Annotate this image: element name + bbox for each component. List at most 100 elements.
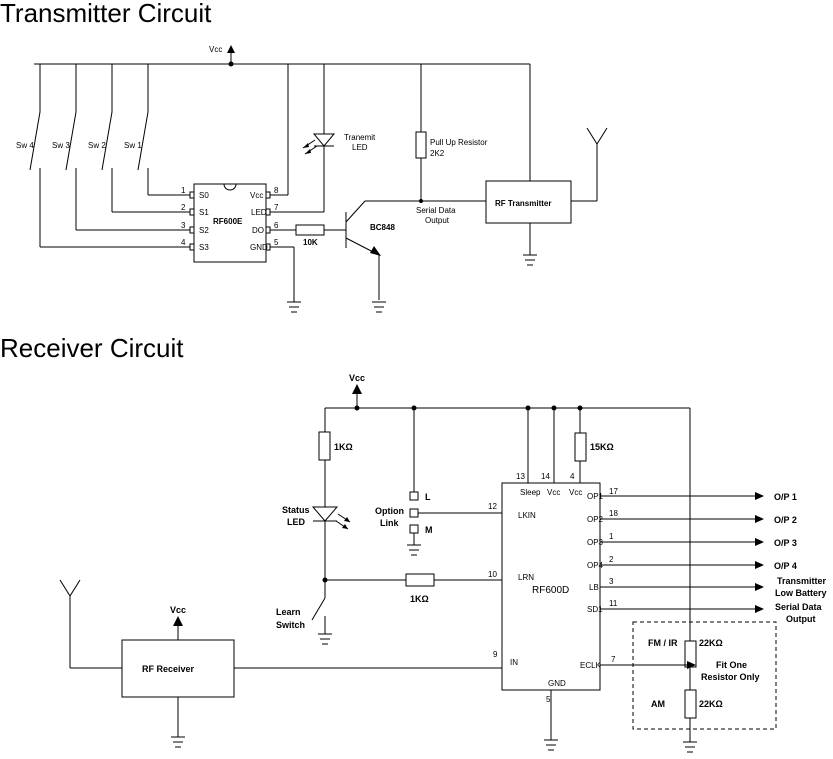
rx-option-m: M — [425, 525, 433, 535]
tx-pin-num-3: 3 — [181, 221, 186, 230]
rx-serial-label-1: Serial Data — [775, 602, 823, 612]
rx-pin-name-lkin: LKIN — [518, 511, 536, 520]
rx-learn-switch — [311, 597, 332, 645]
tx-switch-sw2 — [101, 64, 190, 213]
rx-resistor-am — [684, 689, 697, 719]
tx-led — [270, 64, 336, 213]
rx-pin-num-9: 9 — [493, 650, 498, 659]
rx-pin-name-gnd: GND — [548, 679, 566, 688]
tx-transistor — [345, 200, 421, 300]
tx-vcc-label: Vcc — [209, 45, 222, 54]
rx-pin-name-vcc1: Vcc — [547, 488, 560, 497]
tx-pin-num-2: 2 — [181, 203, 186, 212]
tx-rf-transmitter-block — [485, 180, 572, 224]
tx-resistor-10k — [270, 224, 346, 236]
tx-switch-label-sw1: Sw 1 — [124, 141, 142, 150]
rx-rf-receiver-label: RF Receiver — [142, 664, 195, 674]
rx-pin-name-op1: OP1 — [587, 492, 604, 501]
rx-status-led-label-2: LED — [287, 517, 306, 527]
tx-switch-sw3 — [65, 64, 190, 231]
rx-output-label-op3: O/P 3 — [774, 538, 797, 548]
tx-switch-label-sw3: Sw 3 — [52, 141, 70, 150]
rx-pin-num-18: 18 — [609, 509, 618, 518]
rx-pin-num-5: 5 — [546, 695, 551, 704]
rx-output-label-op4: O/P 4 — [774, 561, 797, 571]
tx-pin-name-do: DO — [252, 226, 264, 235]
rx-vcc-rf-label: Vcc — [170, 605, 186, 615]
tx-switch-label-sw4: Sw 4 — [16, 141, 34, 150]
tx-switch-label-sw2: Sw 2 — [88, 141, 106, 150]
rx-pin-name-lb: LB — [589, 583, 599, 592]
rx-pin-num-1: 1 — [609, 532, 614, 541]
rx-gnd-ic — [544, 739, 558, 751]
tx-ic-name: RF600E — [213, 217, 243, 226]
tx-serial-label-2: Output — [425, 216, 450, 225]
rx-r-am-label: 22KΩ — [699, 699, 723, 709]
rx-pin-num-7: 7 — [611, 655, 616, 664]
rx-resistor-1k-top — [318, 408, 331, 507]
tx-pin-num-1: 1 — [181, 186, 186, 195]
tx-vcc-symbol — [227, 45, 235, 67]
rx-status-led — [311, 506, 351, 598]
rx-pin-name-sleep: Sleep — [520, 488, 541, 497]
tx-pin-name-led: LED — [251, 208, 267, 217]
tx-pin-name-s2: S2 — [199, 226, 209, 235]
tx-pullup-resistor — [415, 64, 427, 201]
tx-pullup-label-1: Pull Up Resistor — [430, 138, 488, 147]
rx-r-top-right-label: 15KΩ — [590, 442, 614, 452]
rx-pin-num-2: 2 — [609, 555, 614, 564]
tx-gnd-rf — [523, 254, 537, 266]
rx-option-label-1: Option — [375, 506, 404, 516]
tx-pin-name-s1: S1 — [199, 208, 209, 217]
rx-vcc-symbol — [352, 384, 362, 408]
rx-status-led-label-1: Status — [282, 505, 310, 515]
rx-low-batt-label-1: Transmitter — [777, 576, 827, 586]
rx-option-link — [407, 408, 502, 556]
tx-pin-num-4: 4 — [181, 238, 186, 247]
tx-transistor-label: BC848 — [370, 223, 395, 232]
rx-pin-num-12: 12 — [488, 502, 497, 511]
tx-pin-name-s0: S0 — [199, 191, 209, 200]
rx-fit-label-1: Fit One — [716, 660, 747, 670]
tx-pin-name-vcc: Vcc — [250, 191, 263, 200]
rx-pin-num-10: 10 — [488, 570, 497, 579]
receiver-title: Receiver Circuit — [0, 333, 184, 363]
rx-antenna — [59, 579, 122, 669]
rx-pin-name-op2: OP2 — [587, 515, 604, 524]
rx-pin-name-vcc2: Vcc — [569, 488, 582, 497]
rx-r-top-left-label: 1KΩ — [334, 442, 353, 452]
transmitter-title: Transmitter Circuit — [0, 0, 212, 28]
rx-output-lines — [600, 492, 764, 613]
tx-pullup-label-2: 2K2 — [430, 149, 445, 158]
tx-pin-num-5: 5 — [274, 238, 279, 247]
rx-low-batt-label-2: Low Battery — [775, 588, 827, 598]
rx-option-l: L — [425, 492, 431, 502]
rx-fit-label-2: Resistor Only — [701, 672, 760, 682]
tx-pin-name-gnd: GND — [250, 243, 268, 252]
tx-resistor-label: 10K — [303, 238, 318, 247]
rx-pin-num-17: 17 — [609, 487, 618, 496]
rx-resistor-15k — [574, 432, 587, 462]
rx-pin-num-14: 14 — [541, 472, 550, 481]
tx-led-label-1: Tranemit — [344, 133, 376, 142]
rx-r-fm-label: 22KΩ — [699, 638, 723, 648]
rx-pin-num-4: 4 — [570, 472, 575, 481]
tx-gnd-ic — [287, 301, 301, 313]
rx-ic-name: RF600D — [532, 585, 569, 596]
tx-pin-num-8: 8 — [274, 186, 279, 195]
rx-pin-num-3: 3 — [609, 577, 614, 586]
rx-vcc-label: Vcc — [349, 373, 365, 383]
rx-pin-name-op3: OP3 — [587, 538, 604, 547]
rx-pin-name-op4: OP4 — [587, 561, 604, 570]
rx-am-label: AM — [651, 699, 665, 709]
rx-output-label-op1: O/P 1 — [774, 492, 797, 502]
tx-pin-num-7: 7 — [274, 203, 279, 212]
rx-learn-label-1: Learn — [276, 607, 301, 617]
tx-pin-num-6: 6 — [274, 221, 279, 230]
rx-learn-label-2: Switch — [276, 620, 305, 630]
rx-r-learn-label: 1KΩ — [410, 594, 429, 604]
tx-switch-sw4 — [29, 64, 190, 248]
tx-serial-label-1: Serial Data — [416, 206, 456, 215]
rx-pin-name-sd1: SD1 — [587, 605, 603, 614]
rx-gnd-rf — [171, 736, 185, 748]
